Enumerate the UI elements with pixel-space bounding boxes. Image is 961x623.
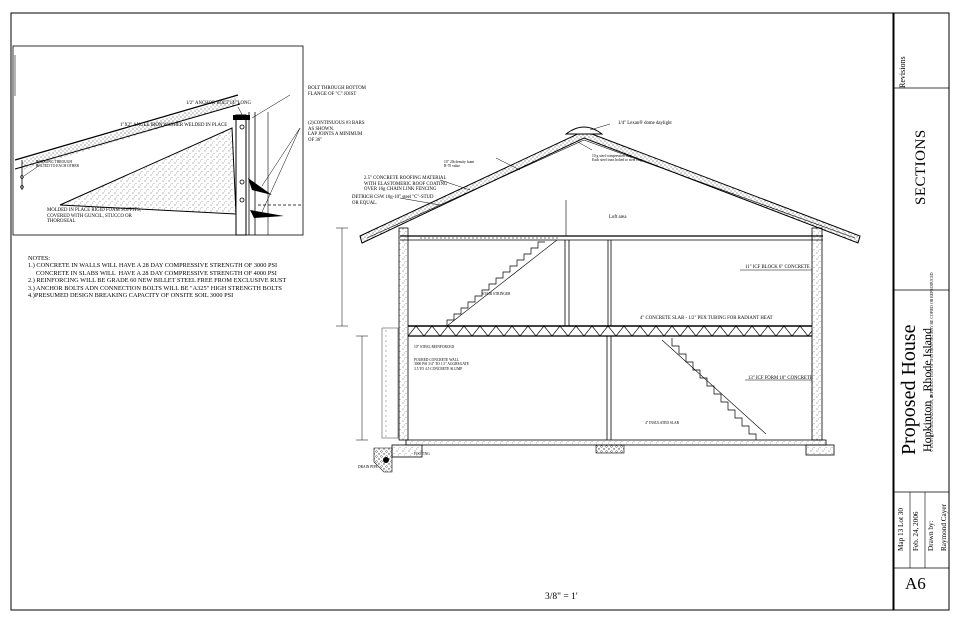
sheet-border [10, 12, 950, 611]
project-title: Proposed House [898, 324, 920, 455]
label-icf-lower: 13" ICF FORM 10" CONCRETE [748, 376, 813, 381]
detail-label-bolt: BOLT THROUGH BOTTOM FLANGE OF "C" JOIST [308, 86, 366, 97]
label-poured-wall: POURED CONCRETE WALL 3000 PSI 3/4" TO 1.… [414, 358, 469, 371]
label-stud: DETRICH CSW 10g-10" steel "C"-STUD OR EQ… [352, 195, 434, 206]
general-notes: NOTES: 1.) CONCRETE IN WALLS WILL HAVE A… [28, 255, 286, 299]
detail-label-anchor-bolt: 1/2" ANCHOR BOLT 14" LONG [186, 101, 251, 106]
sheet-title: SECTIONS [913, 129, 929, 205]
notes-heading: NOTES: [28, 255, 51, 262]
note-line: CONCRETE IN SLABS WILL HAVE A 28 DAY COM… [28, 269, 277, 277]
sheet-number: A6 [905, 574, 926, 593]
connection-detail [12, 45, 304, 236]
label-steel-reinforced: 10" STEEL REINFORCED [414, 345, 455, 349]
label-steel-ring: 10 g steel compression ring Each steel t… [592, 154, 643, 163]
building-section [336, 123, 861, 473]
label-daylight: 1/4" Lexan® dome daylight [618, 121, 672, 126]
drawing-scale: 3/8" = 1' [545, 592, 578, 602]
map-lot: Map 13 Lot 30 [897, 508, 905, 551]
label-loft: Loft area [609, 215, 627, 220]
detail-label-bars: (2)CONTINUOUS #3 BARS AS SHOWN. LAP JOIN… [308, 121, 365, 143]
label-slab: 4" CONCRETE SLAB - 1/2" PEX TUBING FOR R… [640, 316, 773, 321]
label-roofing: 2.5" CONCRETE ROOFING MATERIAL WITH ELAS… [364, 176, 448, 193]
detail-label-soffit: MOLDED IN PLACE RIGID FOAM SOFFITS, COVE… [47, 208, 141, 225]
label-drain: DRAIN PIPE [358, 465, 378, 469]
drawing-date: Feb. 24, 2006 [912, 511, 920, 551]
detail-label-angle-iron: 1"X2" ANGLE IRON WASHER WELDED IN PLACE [120, 123, 228, 128]
note-line: 4.)PRESUMED DESIGN BREAKING CAPACITY OF … [28, 292, 234, 300]
label-footing: FOOTING [414, 452, 430, 456]
label-insulated-slab: 4" INSULATED SLAB [645, 421, 680, 425]
drawn-by-label: Drawn by: [927, 520, 935, 551]
revisions-label: Revisions [898, 56, 907, 88]
label-foam: 10" 2lb density foam R-70 value [444, 160, 475, 169]
drawn-by-name: Raymond Cayer [940, 504, 948, 551]
detail-label-bridging: BRIDGING THROUGH BOLTED TO EACH OTHER [36, 160, 79, 169]
note-line: 2.) REINFORCING WILL BE GRADE 60 NEW BIL… [28, 277, 287, 285]
note-line: 1.) CONCRETE IN WALLS WILL HAVE A 28 DAY… [28, 262, 278, 270]
copyright-notice: © KATHY/J.E.ORGANIZATION, REPRODUCTION O… [930, 272, 934, 452]
label-icf-upper: 11" ICF BLOCK 6" CONCRETE [745, 265, 810, 270]
label-stair-upper: STAIR STRINGER [482, 292, 511, 296]
note-line: 3.) ANCHOR BOLTS ADN CONNECTION BOLTS WI… [28, 284, 282, 292]
